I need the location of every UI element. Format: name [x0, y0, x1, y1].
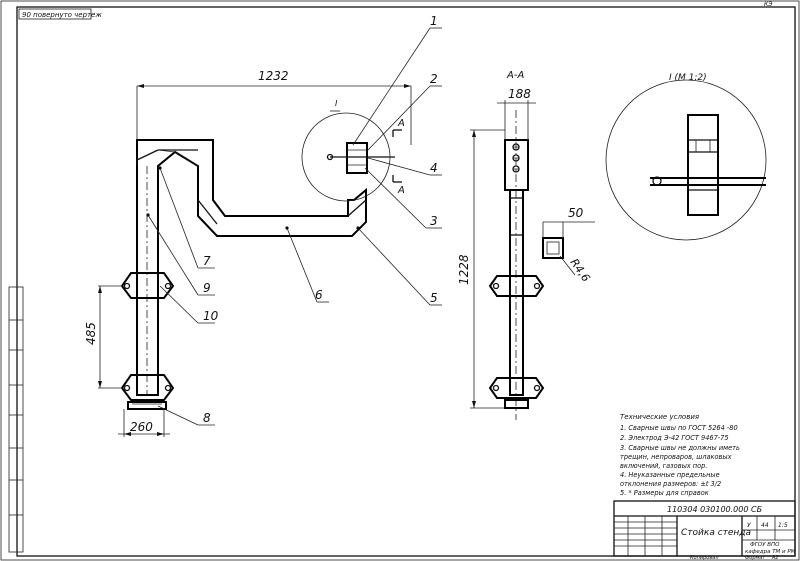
org-line-1: ФГОУ ВПО — [750, 542, 780, 548]
top-stamp: 90 повернуто чертеж — [22, 11, 102, 19]
technical-notes: Технические условия 1. Сварные швы по ГО… — [620, 413, 740, 497]
dim-485: 485 — [84, 322, 98, 345]
format: А2 — [771, 555, 779, 561]
notes-line-1: 1. Сварные швы по ГОСТ 5264 -80 — [620, 424, 738, 432]
dim-1232: 1232 — [258, 69, 289, 83]
format-label: Формат — [745, 555, 766, 561]
left-margin-strip — [8, 286, 24, 553]
detail-mark: I — [335, 99, 338, 108]
dim-1228: 1228 — [457, 254, 471, 285]
callout-5: 5 — [430, 291, 438, 305]
section-mark-top: А — [397, 118, 405, 129]
section-view: А-А 50 R4,6 188 — [457, 70, 595, 420]
callout-9: 9 — [203, 281, 211, 295]
callout-2: 2 — [430, 72, 438, 86]
sheet-inner-frame — [16, 6, 796, 557]
doc-number: 110304 030100.000 СБ — [667, 505, 763, 514]
notes-line-8: 5. * Размеры для справок — [620, 489, 709, 497]
notes-line-5: включений, газовых пор. — [620, 462, 707, 470]
main-view: I А А 1232 485 260 — [84, 14, 442, 437]
notes-line-2: 2. Электрод Э-42 ГОСТ 9467-75 — [620, 434, 729, 442]
dim-260: 260 — [130, 420, 153, 434]
notes-line-4: трещин, непроваров, шлаковых — [620, 453, 732, 461]
callout-6: 6 — [315, 288, 323, 302]
detail-label: I (М 1:2) — [669, 73, 707, 83]
callout-8: 8 — [203, 411, 211, 425]
dim-188: 188 — [508, 87, 531, 101]
title-block: 110304 030100.000 СБ Стойка стенда У 44 … — [613, 500, 796, 561]
drawing-name: Стойка стенда — [681, 528, 751, 538]
callout-10: 10 — [203, 309, 219, 323]
mass: 44 — [761, 522, 769, 529]
detail-view: I (М 1:2) — [605, 73, 767, 241]
section-label: А-А — [506, 70, 524, 81]
dim-50: 50 — [568, 206, 584, 220]
corner-mark: КЭ — [764, 1, 773, 8]
top-stamp-box — [18, 8, 92, 20]
scale: 1:5 — [778, 522, 788, 529]
detail-circle — [301, 112, 391, 202]
notes-line-7: отклонения размеров: ±t 3/2 — [620, 480, 721, 488]
notes-line-3: 3. Сварные швы не должны иметь — [620, 444, 740, 452]
callout-1: 1 — [430, 14, 438, 28]
callout-3: 3 — [430, 214, 438, 228]
callout-4: 4 — [430, 161, 438, 175]
letter: У — [747, 522, 751, 529]
callout-7: 7 — [203, 254, 211, 268]
org-line-2: кафедра ТМ и РМ — [745, 549, 796, 555]
notes-title: Технические условия — [620, 413, 699, 421]
copied-label: Копировал — [690, 555, 719, 561]
notes-line-6: 4. Неуказанные предельные — [620, 471, 720, 479]
section-mark-bottom: А — [397, 185, 405, 196]
